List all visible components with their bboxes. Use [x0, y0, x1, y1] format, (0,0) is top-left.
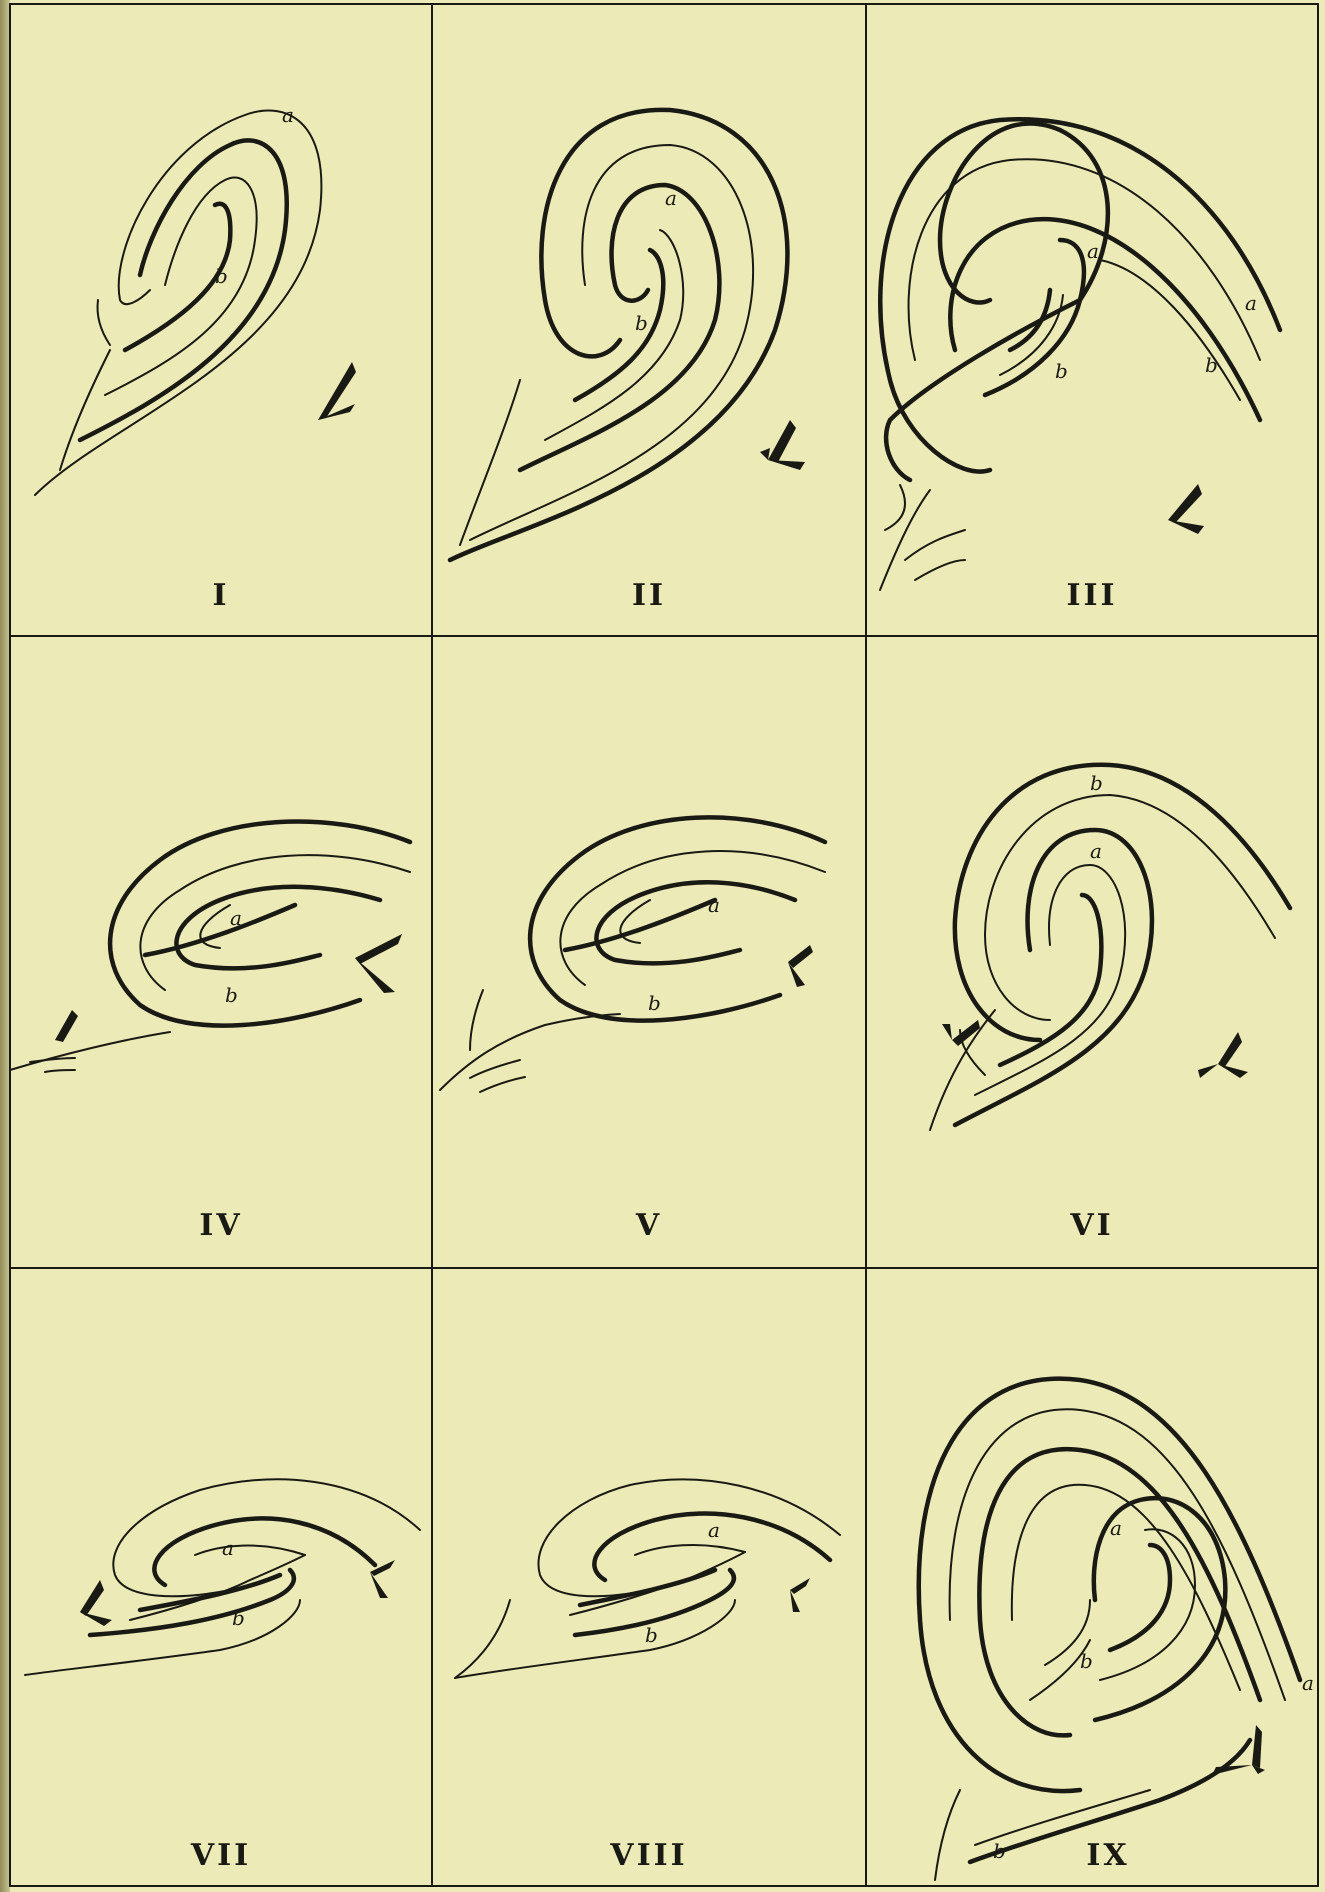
- figure-2-delta: [760, 420, 805, 470]
- figure-3-letter-b-inner: b: [1055, 359, 1068, 383]
- figure-8-caption: VIII: [549, 1838, 749, 1874]
- figure-1-letter-a: a: [282, 103, 294, 127]
- figure-5-caption: V: [549, 1208, 749, 1244]
- figure-3-loop: [880, 119, 1280, 590]
- figure-8-loop: [455, 1479, 840, 1678]
- figure-9-letter-a-inner: a: [1110, 1516, 1122, 1540]
- figure-9-letter-a-outer: a: [1302, 1671, 1314, 1695]
- figure-1-caption: I: [121, 578, 321, 614]
- figure-2-letter-a: a: [665, 186, 677, 210]
- figure-7-loop: [25, 1479, 420, 1675]
- figure-2-letter-b: b: [635, 311, 648, 335]
- figure-9-delta: [1212, 1725, 1265, 1775]
- figure-4-letter-b: b: [225, 983, 238, 1007]
- figure-8-letter-b: b: [645, 1623, 658, 1647]
- figure-3-caption: III: [992, 578, 1192, 614]
- figure-1-letter-b: b: [215, 264, 228, 288]
- figure-3-letter-a-outer: a: [1245, 291, 1257, 315]
- figure-2-loop: [450, 110, 787, 560]
- figure-5-delta: [788, 945, 813, 987]
- figure-7-letter-a: a: [222, 1536, 234, 1560]
- figure-3-letter-b-outer: b: [1205, 353, 1218, 377]
- figure-9-letter-b-outer: b: [993, 1839, 1006, 1863]
- figure-5-loop: [440, 817, 825, 1092]
- figure-3-delta: [1168, 484, 1204, 534]
- figure-5-letter-a: a: [708, 893, 720, 917]
- figure-5-letter-b: b: [648, 991, 661, 1015]
- figure-6-letter-a: a: [1090, 839, 1102, 863]
- figure-1-loop: [35, 110, 321, 495]
- figure-6-delta: [942, 1020, 1248, 1078]
- figure-4-caption: IV: [121, 1208, 321, 1244]
- figure-9-letter-b-inner: b: [1080, 1649, 1093, 1673]
- figure-6-caption: VI: [992, 1208, 1192, 1244]
- figure-9-loop: [919, 1379, 1300, 1880]
- figure-9-caption: IX: [1008, 1838, 1208, 1874]
- figure-6-letter-b: b: [1090, 771, 1103, 795]
- figure-3-letter-a-inner: a: [1087, 239, 1099, 263]
- figure-2-caption: II: [549, 578, 749, 614]
- figure-1-delta: [318, 362, 356, 420]
- figure-8-letter-a: a: [708, 1518, 720, 1542]
- figure-7-caption: VII: [121, 1838, 321, 1874]
- figure-7-letter-b: b: [232, 1606, 245, 1630]
- figure-4-loop: [10, 821, 410, 1072]
- figure-4-letter-a: a: [230, 906, 242, 930]
- figure-8-delta: [790, 1578, 810, 1612]
